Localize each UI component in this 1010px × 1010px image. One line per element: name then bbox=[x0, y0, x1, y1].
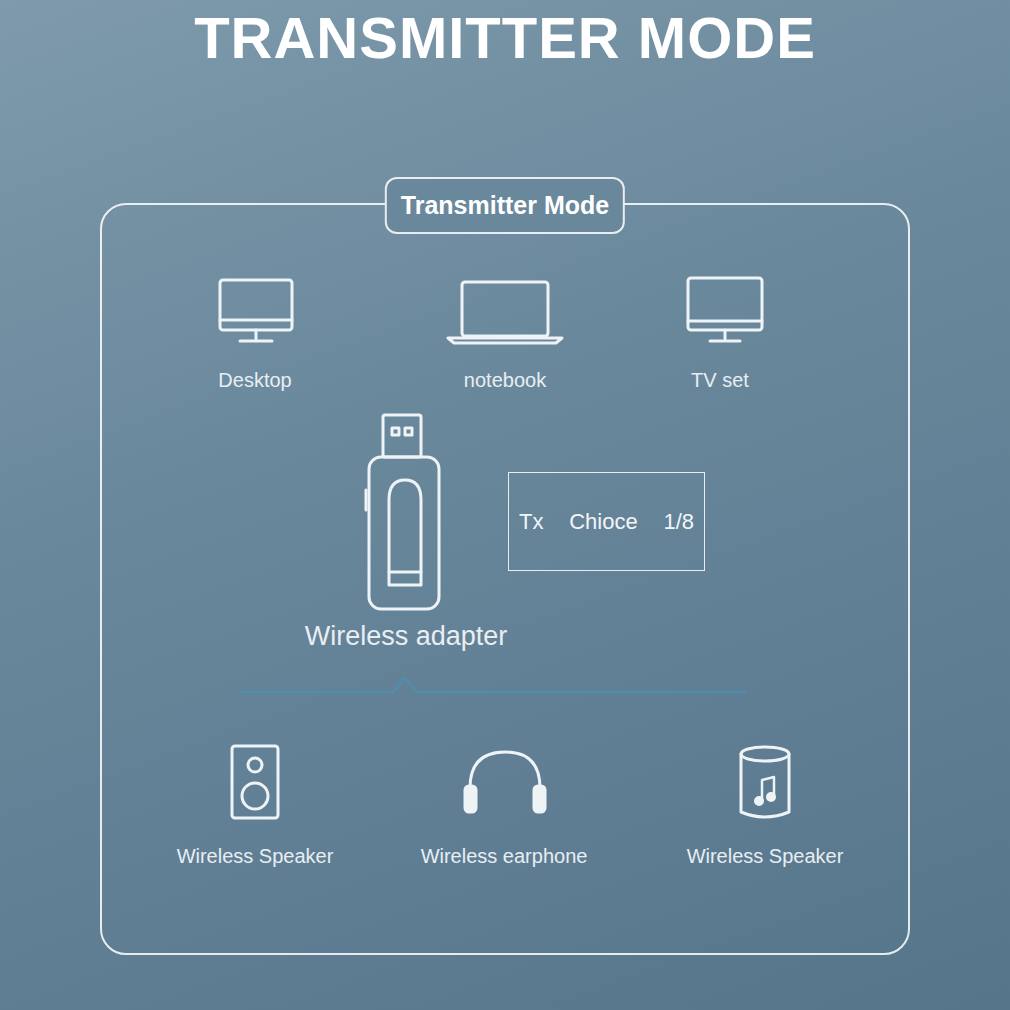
device-label: Wireless Speaker bbox=[687, 845, 844, 868]
panel-heading: Transmitter Mode bbox=[385, 177, 625, 234]
adapter-icon bbox=[366, 415, 439, 609]
earphone-icon bbox=[465, 752, 545, 812]
tv-icon bbox=[688, 278, 762, 341]
bracket-line bbox=[240, 678, 745, 692]
mode-panel: Transmitter ModeTxChioce1/8 bbox=[100, 203, 910, 955]
speaker-icon bbox=[232, 746, 278, 818]
device-label: TV set bbox=[691, 369, 749, 392]
display-screen: Tx Chioce 1/8 bbox=[508, 472, 705, 571]
screen-text: 1/8 bbox=[663, 509, 694, 535]
device-label: Desktop bbox=[218, 369, 291, 392]
desktop-icon bbox=[220, 280, 292, 341]
notebook-icon bbox=[448, 282, 562, 343]
device-label: notebook bbox=[464, 369, 546, 392]
screen-text: Tx bbox=[519, 509, 543, 535]
speaker-icon bbox=[741, 747, 789, 817]
device-label: Wireless earphone bbox=[421, 845, 588, 868]
device-label: Wireless Speaker bbox=[177, 845, 334, 868]
device-label: Wireless adapter bbox=[305, 621, 508, 652]
page-title: TRANSMITTER MODE bbox=[0, 4, 1010, 71]
screen-text: Chioce bbox=[569, 509, 637, 535]
